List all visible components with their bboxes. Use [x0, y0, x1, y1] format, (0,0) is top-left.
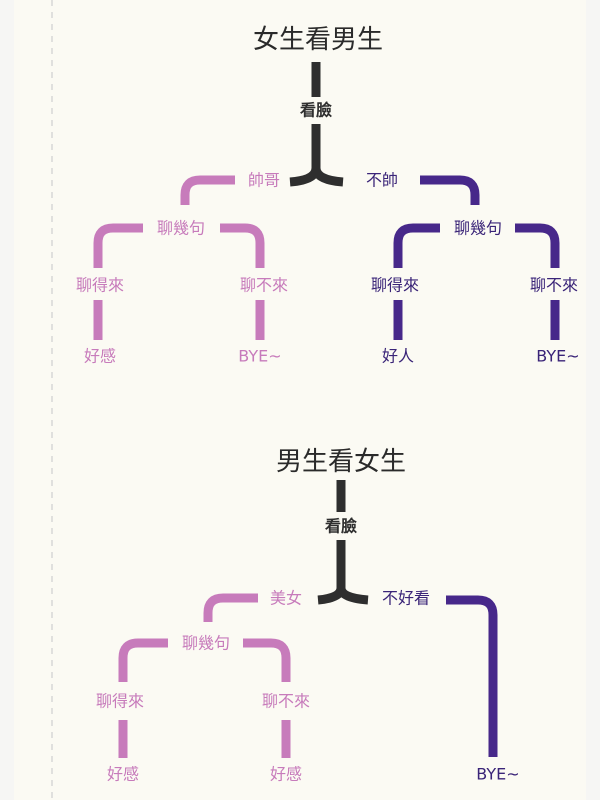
node-right-no: 聊不來	[530, 276, 578, 295]
connector	[446, 595, 498, 757]
node-root: 看臉	[299, 101, 332, 120]
node-right-chat: 聊幾句	[454, 219, 502, 238]
canvas: 女生看男生 看臉 帥哥 不帥 聊幾句 聊幾句 聊得來 聊不來 聊得來 聊不來 好…	[14, 0, 586, 800]
diagram-title: 女生看男生	[253, 25, 383, 55]
result-left-ok: 好感	[107, 765, 139, 784]
diagram-men-view-women: 男生看女生 看臉 美女 不好看 聊幾句 聊得來 聊不來 好感 好感 BYE~	[96, 447, 520, 784]
node-left-no: 聊不來	[262, 692, 310, 711]
connector	[180, 175, 235, 205]
connector	[203, 593, 258, 622]
connector	[93, 300, 265, 340]
connector	[243, 638, 291, 682]
result-left-no: BYE~	[238, 347, 281, 366]
result-right: BYE~	[476, 765, 519, 784]
result-right-no: BYE~	[536, 347, 579, 366]
diagram-women-view-men: 女生看男生 看臉 帥哥 不帥 聊幾句 聊幾句 聊得來 聊不來 聊得來 聊不來 好…	[76, 25, 580, 366]
node-left: 美女	[270, 589, 302, 608]
connector	[393, 300, 560, 340]
node-right: 不帥	[366, 171, 398, 190]
diagram-title: 男生看女生	[276, 447, 406, 477]
result-right-ok: 好人	[382, 347, 414, 366]
connector	[118, 720, 291, 758]
node-right-ok: 聊得來	[371, 276, 419, 295]
connector	[515, 223, 560, 268]
connector	[420, 175, 480, 205]
node-right: 不好看	[382, 589, 430, 608]
node-left: 帥哥	[248, 171, 280, 190]
split-connector	[317, 540, 369, 605]
connector	[393, 223, 440, 268]
result-left-no: 好感	[270, 765, 302, 784]
node-left-ok: 聊得來	[96, 692, 144, 711]
node-left-chat: 聊幾句	[182, 634, 230, 653]
split-connector	[289, 124, 344, 187]
flowcharts: 女生看男生 看臉 帥哥 不帥 聊幾句 聊幾句 聊得來 聊不來 聊得來 聊不來 好…	[51, 0, 580, 800]
node-left-no: 聊不來	[240, 276, 288, 295]
connector	[93, 223, 143, 268]
result-left-ok: 好感	[84, 347, 116, 366]
node-root: 看臉	[324, 517, 357, 536]
node-left-ok: 聊得來	[76, 276, 124, 295]
connector	[220, 223, 265, 268]
node-left-chat: 聊幾句	[157, 219, 205, 238]
connector	[118, 638, 168, 682]
